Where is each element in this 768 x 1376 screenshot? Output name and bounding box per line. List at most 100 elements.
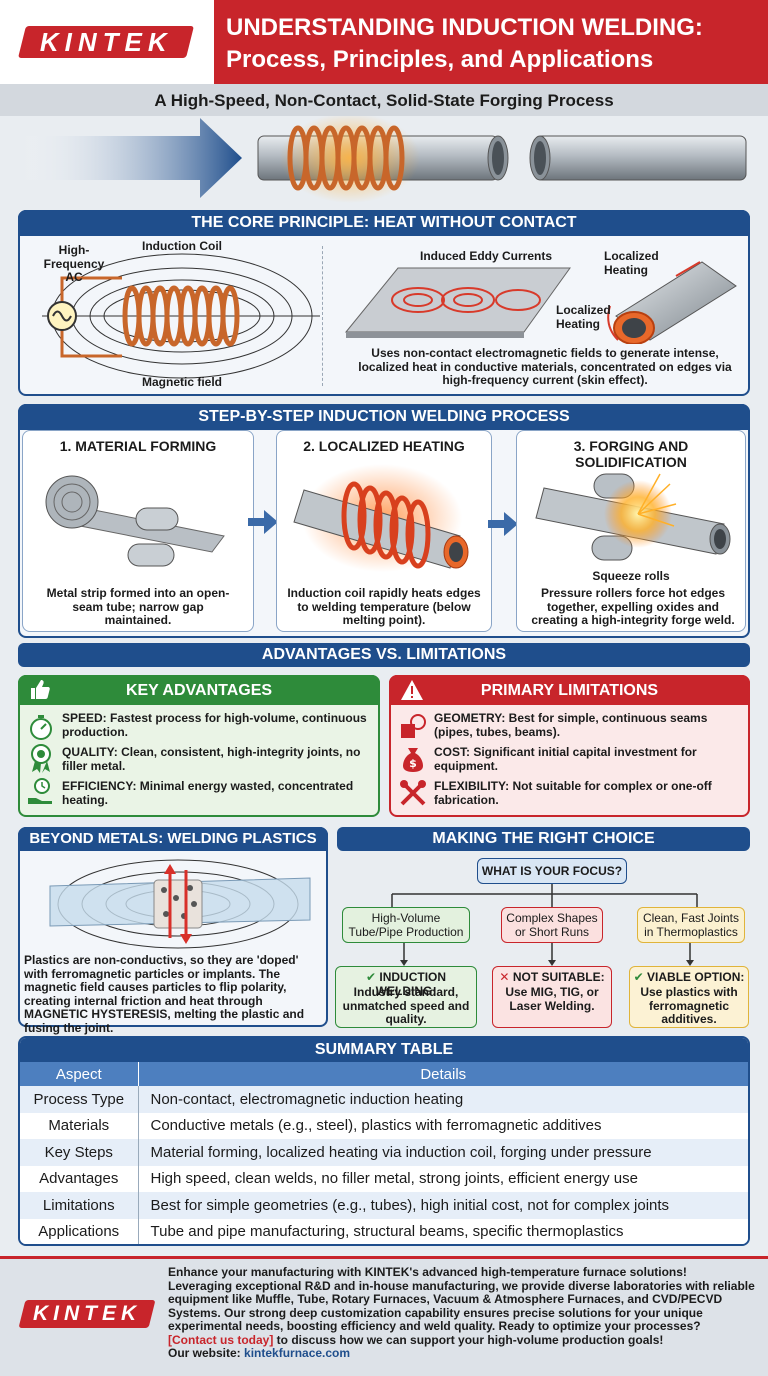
step-text-forming: Metal strip formed into an open-seam tub… — [46, 586, 230, 628]
option-complex[interactable] — [501, 907, 603, 943]
squeeze-rolls-label: Squeeze rolls — [592, 569, 670, 583]
svg-text:$: $ — [409, 757, 417, 770]
table-header-row: Aspect Details — [20, 1062, 748, 1086]
label-localized-heating-left: Localized Heating — [556, 303, 611, 331]
process-title: STEP-BY-STEP INDUCTION WELDING PROCESS — [18, 404, 750, 430]
heating-illustration — [293, 464, 469, 572]
header-gray-strip — [0, 84, 768, 116]
table-row: Advantages High speed, clean welds, no fi… — [20, 1165, 748, 1192]
eddy-current-diagram — [344, 267, 571, 338]
table-cell-aspect: Applications — [20, 1218, 139, 1244]
answer-viable-heading: VIABLE OPTION: — [647, 970, 745, 984]
focus-question-box — [477, 858, 627, 884]
website-link[interactable]: kintekfurnace.com — [244, 1346, 351, 1361]
plastics-title: BEYOND METALS: WELDING PLASTICS — [18, 827, 328, 851]
advantages-header — [18, 675, 380, 705]
label-ac: High- Frequency AC — [43, 243, 105, 285]
hero-arrow — [20, 118, 242, 198]
choice-title: MAKING THE RIGHT CHOICE — [337, 827, 750, 851]
table-header-aspect: Aspect — [20, 1062, 139, 1086]
logo-text: KINTEK — [39, 26, 173, 57]
label-magnetic-field: Magnetic field — [142, 375, 223, 389]
limitation-geometry: GEOMETRY: Best for simple, continuous se… — [434, 711, 708, 739]
crossed-tools-icon — [400, 780, 426, 806]
summary-title: SUMMARY TABLE — [20, 1038, 748, 1062]
arrow-icon — [248, 510, 278, 534]
answer-induction-heading: INDUCTION WELDING: — [375, 970, 447, 998]
step-title-heating: 2. LOCALIZED HEATING — [303, 438, 465, 454]
footer-text: Enhance your manufacturing with KINTEK's… — [168, 1265, 758, 1361]
check-icon: ✔ — [633, 970, 644, 984]
table-cell-details: Material forming, localized heating via … — [150, 1143, 652, 1161]
label-localized-heating-top: Localized Heating — [604, 249, 659, 277]
page-title: UNDERSTANDING INDUCTION WELDING: — [226, 14, 703, 41]
answer-not-suitable-heading: NOT SUITABLE: — [512, 970, 605, 984]
table-cell-aspect: Materials — [20, 1112, 139, 1139]
advantage-speed: SPEED: Fastest process for high-volume, … — [62, 711, 367, 739]
footer-logo[interactable]: KINTEK — [18, 1300, 156, 1328]
footer-website: Our website: kintekfurnace.com — [168, 1347, 758, 1361]
option-arrows — [400, 943, 694, 966]
table-cell-details: Best for simple geometries (e.g., tubes)… — [150, 1196, 670, 1214]
hero-pipe-right — [535, 135, 747, 181]
footer-logo-text: KINTEK — [32, 1302, 142, 1325]
table-cell-details: Non-contact, electromagnetic induction h… — [150, 1090, 464, 1108]
adv-lim-title: ADVANTAGES VS. LIMITATIONS — [18, 643, 750, 667]
step-text-heating: Induction coil rapidly heats edges to we… — [287, 586, 481, 628]
table-cell-details: High speed, clean welds, no filler metal… — [150, 1170, 639, 1188]
page-subtitle: A High-Speed, Non-Contact, Solid-State F… — [154, 91, 614, 110]
answer-viable-title: ✔ VIABLE OPTION: — [629, 970, 749, 985]
answer-not-suitable — [492, 966, 612, 1028]
table-cell-aspect: Key Steps — [20, 1139, 139, 1166]
kintek-logo[interactable]: KINTEK — [18, 26, 194, 58]
induction-coil-diagram — [42, 253, 320, 379]
table-cell-aspect: Advantages — [20, 1165, 139, 1192]
heated-pipe-diagram — [607, 261, 737, 344]
step-title-forming: 1. MATERIAL FORMING — [59, 438, 217, 454]
advantages-title: KEY ADVANTAGES — [125, 682, 273, 699]
step-text-forging: Pressure rollers force hot edges togethe… — [531, 586, 735, 628]
table-header-details: Details — [420, 1065, 467, 1083]
table-cell-aspect: Limitations — [20, 1192, 139, 1219]
advantage-quality: QUALITY: Clean, consistent, high-integri… — [62, 745, 361, 773]
geometry-shapes-icon — [401, 714, 426, 738]
answer-induction-text: Industry standard, unmatched speed and q… — [342, 985, 470, 1027]
answer-induction — [335, 966, 477, 1028]
option-thermoplastics[interactable] — [637, 907, 745, 943]
answer-not-suitable-title: ✕ NOT SUITABLE: — [492, 970, 612, 985]
check-icon: ✔ — [365, 970, 377, 984]
limitation-cost: COST: Significant initial capital invest… — [434, 745, 697, 773]
energy-hand-icon — [28, 778, 52, 804]
answer-viable-text: Use plastics with ferromagnetic additive… — [640, 985, 738, 1027]
hero-illustration — [20, 116, 747, 203]
forming-illustration — [45, 475, 225, 567]
footer-body: Leveraging exceptional R&D and in-house … — [168, 1278, 755, 1334]
plastics-text: Plastics are non-conductivs, so they are… — [24, 953, 305, 1035]
advantage-efficiency: EFFICIENCY: Minimal energy wasted, conce… — [62, 779, 354, 807]
arrow-icon — [488, 512, 518, 536]
summary-panel: SUMMARY TABLE Aspect Details Process Typ… — [18, 1036, 750, 1246]
option-high-volume[interactable] — [342, 907, 470, 943]
step-title-forging: 3. FORGING AND SOLIDIFICATION — [573, 438, 689, 470]
table-cell-details: Conductive metals (e.g., steel), plastic… — [150, 1117, 602, 1135]
thumbs-up-icon — [31, 680, 50, 699]
website-label: Our website: — [168, 1346, 245, 1361]
label-induction-coil: Induction Coil — [142, 239, 222, 253]
plastic-weld-diagram — [49, 859, 311, 949]
table-cell-details: Tube and pipe manufacturing, structural … — [150, 1223, 624, 1241]
contact-link[interactable]: [Contact us today] — [168, 1332, 274, 1347]
footer-cta-text: to discuss how we can support your high-… — [273, 1332, 664, 1347]
limitations-title: PRIMARY LIMITATIONS — [480, 682, 659, 699]
option-complex-label: Complex Shapes or Short Runs — [506, 911, 598, 939]
award-ribbon-icon — [31, 744, 51, 773]
limitation-flexibility: FLEXIBILITY: Not suitable for complex or… — [434, 779, 712, 807]
footer-cta: [Contact us today] to discuss how we can… — [168, 1332, 758, 1348]
limitations-header — [389, 675, 750, 705]
answer-induction-title: ✔ INDUCTION WELDING: — [335, 970, 477, 998]
focus-question: WHAT IS YOUR FOCUS? — [481, 864, 623, 878]
hero-coil — [287, 125, 405, 191]
cross-icon: ✕ — [499, 970, 510, 984]
table-row: Limitations Best for simple geometries (e… — [20, 1192, 748, 1219]
